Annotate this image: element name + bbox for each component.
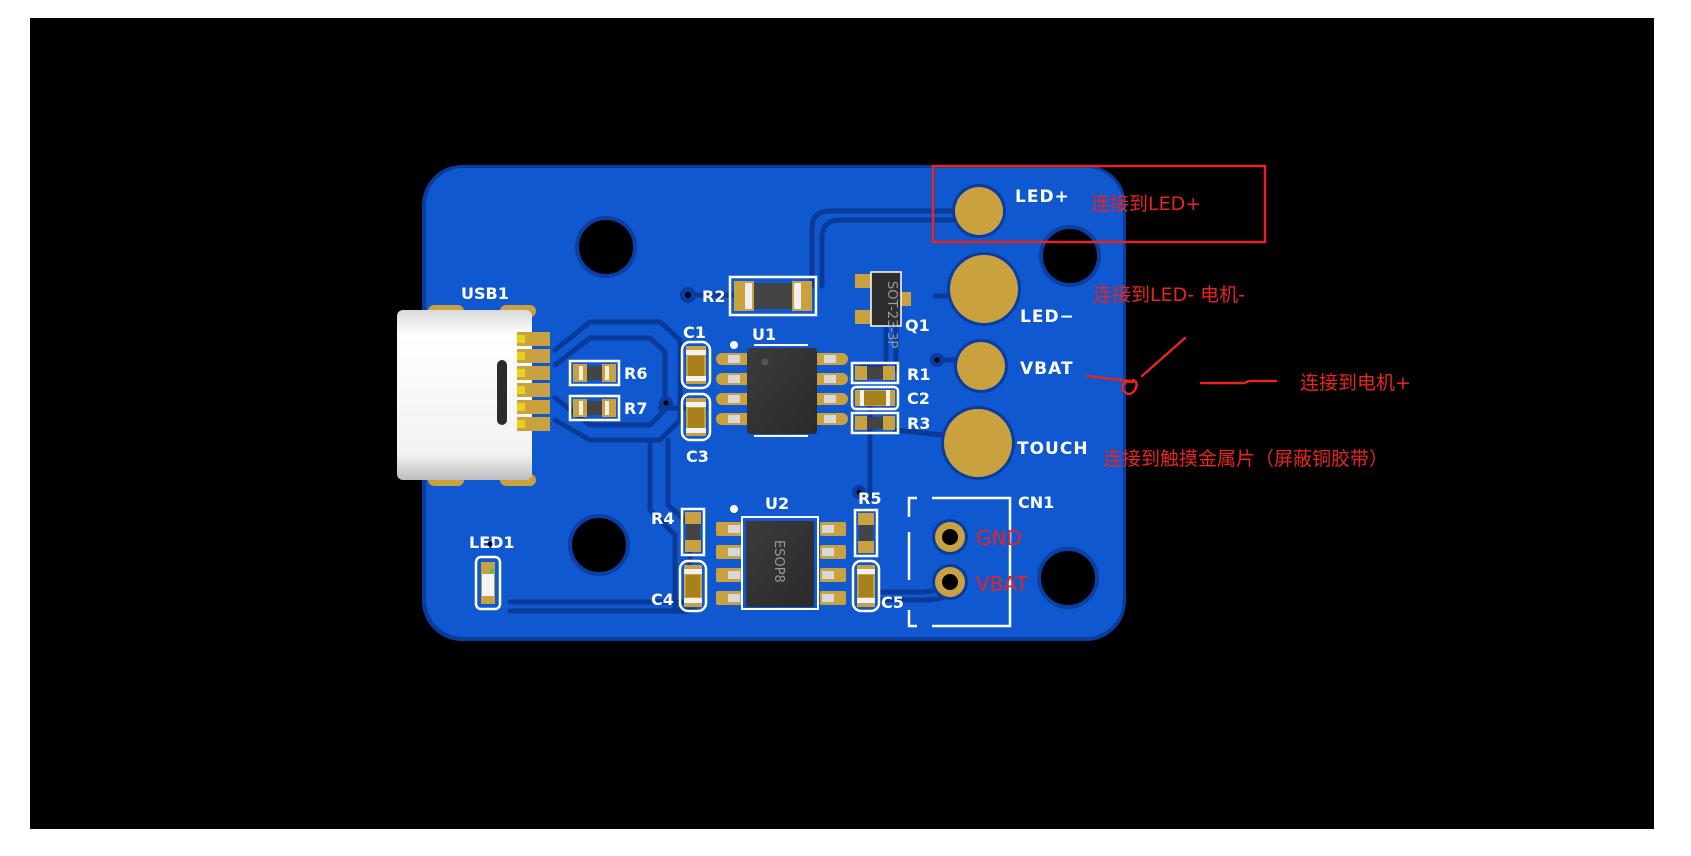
silk-r3: R3 — [907, 414, 930, 433]
mounting-hole-top-right — [1039, 225, 1101, 287]
silk-touch: TOUCH — [1017, 439, 1089, 459]
resistor-r2 — [728, 275, 818, 317]
ic-u1 — [716, 344, 848, 437]
cn1-label-gnd: GND — [976, 526, 1022, 550]
capacitor-c1 — [680, 340, 712, 390]
ic-u2: ESOP8 — [716, 516, 846, 610]
resistor-r1 — [850, 361, 900, 385]
silk-usb1: USB1 — [461, 284, 509, 303]
silk-c3: C3 — [686, 447, 709, 466]
resistor-r4 — [680, 507, 706, 557]
led-led1 — [474, 555, 502, 611]
annotation-layer: 连接到LED+ 连接到LED- 电机- 连接到电机+ 连接到触摸金属片（屏蔽铜胶… — [931, 164, 1411, 470]
silk-cn1: CN1 — [1018, 493, 1054, 512]
hand-drawn-arrow-motor — [1085, 336, 1187, 396]
usb-c-connector — [397, 305, 550, 486]
silk-vbat: VBAT — [1020, 359, 1074, 379]
mounting-hole-bottom-right — [1037, 547, 1099, 609]
cn1-label-vbat: VBAT — [976, 572, 1029, 596]
q1-body-marking: SOT-23-3P — [884, 281, 899, 348]
silk-c5: C5 — [881, 593, 904, 612]
cn1-pin-gnd — [932, 519, 968, 555]
pad-led-plus — [952, 184, 1006, 238]
pad-touch — [941, 406, 1015, 480]
resistor-r5 — [853, 508, 879, 558]
transistor-q1: SOT-23-3P — [855, 271, 911, 348]
silk-r1: R1 — [907, 365, 930, 384]
annotation-motor-plus: 连接到电机+ — [1300, 372, 1411, 394]
silk-r4: R4 — [651, 509, 674, 528]
silk-u2: U2 — [765, 494, 789, 513]
silk-c4: C4 — [651, 590, 674, 609]
highlight-box-led-plus — [931, 164, 1267, 244]
silk-led-plus: LED+ — [1015, 187, 1070, 207]
annotation-led-minus-motor-minus: 连接到LED- 电机- — [1093, 284, 1245, 306]
silk-r5: R5 — [858, 489, 881, 508]
resistor-r6 — [568, 359, 621, 387]
u2-body-marking: ESOP8 — [771, 540, 786, 583]
resistor-r7 — [568, 394, 621, 422]
usb-c-pins — [517, 332, 550, 431]
resistor-r3 — [850, 411, 900, 435]
capacitor-c4 — [678, 559, 708, 613]
silk-r2: R2 — [702, 287, 725, 306]
silk-u1: U1 — [752, 325, 776, 344]
hand-drawn-dash-motor — [1199, 379, 1278, 385]
capacitor-c2 — [850, 385, 900, 411]
annotation-touch: 连接到触摸金属片（屏蔽铜胶带） — [1103, 448, 1388, 470]
silk-led-minus: LED− — [1020, 307, 1075, 327]
silk-c1: C1 — [683, 323, 706, 342]
pad-led-minus — [947, 252, 1021, 326]
mounting-hole-bottom-left — [568, 514, 630, 576]
cn1-pin-vbat — [932, 564, 968, 600]
silk-c2: C2 — [907, 389, 930, 408]
mounting-hole-top-left — [575, 216, 637, 278]
pad-vbat — [954, 339, 1008, 393]
annotation-led-plus: 连接到LED+ — [1091, 193, 1201, 215]
capacitor-c3 — [680, 392, 712, 442]
silk-r7: R7 — [624, 399, 647, 418]
connector-cn1 — [907, 496, 1012, 628]
capacitor-c5 — [851, 559, 881, 613]
silk-q1: Q1 — [905, 316, 930, 335]
silk-r6: R6 — [624, 364, 647, 383]
